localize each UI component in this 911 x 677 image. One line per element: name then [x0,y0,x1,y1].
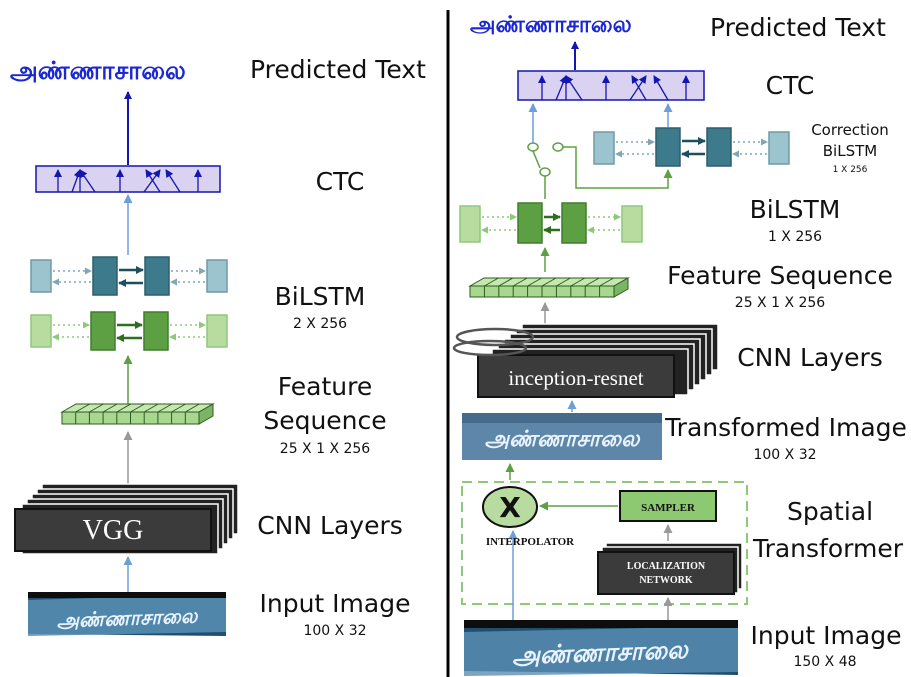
left-predicted-text-label: Predicted Text [250,55,426,84]
right-correction-bilstm [593,127,790,167]
right-predicted-tamil-text: அண்ணாசாலை [470,12,632,38]
sampler-box [619,490,717,522]
left-bilstm-dims: 2 X 256 [292,316,348,332]
left-input-image [28,592,226,636]
correction-label-line2: BiLSTM [822,142,878,160]
sampler-label: SAMPLER [641,502,696,514]
right-transformed-image-text: அண்ணாசாலை [485,427,641,452]
transformed-image-label: Transformed Image [665,413,907,442]
left-cnn-stack [14,483,239,555]
left-feature-dims: 25 X 1 X 256 [279,441,371,457]
left-bilstm-row2 [30,311,228,351]
left-input-dims: 100 X 32 [303,623,367,639]
left-ctc-label: CTC [315,167,365,196]
spatial-transformer-box [461,481,748,605]
interpolator-node [482,486,538,528]
right-cnn-stack [452,323,719,398]
left-bilstm-row1 [30,256,228,296]
right-ctc-label: CTC [765,71,815,100]
interpolator-symbol: X [499,491,521,524]
right-skip-connections [527,103,673,199]
left-input-image-text: அண்ணாசாலை [56,604,199,633]
interpolator-label: INTERPOLATOR [486,536,575,548]
localization-network-box [597,542,743,595]
right-feature-dims: 25 X 1 X 256 [734,295,826,311]
left-feature-sequence [60,403,215,425]
right-input-label: Input Image [750,621,902,650]
left-cnn-block-label: VGG [83,515,144,546]
left-bilstm-label: BiLSTM [274,282,366,311]
right-input-image [464,620,738,676]
left-input-label: Input Image [259,589,411,618]
right-bilstm-label: BiLSTM [749,195,841,224]
right-bilstm [459,202,643,244]
left-feature-label-line2: Sequence [263,406,387,435]
right-feature-sequence [468,277,630,298]
spatial-label-line1: Spatial [786,497,874,526]
right-ctc-box [517,70,705,101]
left-predicted-tamil-text: அண்ணாசாலை [10,56,186,85]
localization-label-line1: LOCALIZATION [627,561,706,572]
correction-label-line1: Correction [811,121,889,139]
right-cnn-layers-label: CNN Layers [737,343,883,372]
right-input-dims: 150 X 48 [793,654,857,670]
localization-label-line2: NETWORK [639,575,693,586]
right-predicted-text-label: Predicted Text [710,13,886,42]
correction-dims: 1 X 256 [832,165,868,175]
left-cnn-layers-label: CNN Layers [257,511,403,540]
right-bilstm-dims: 1 X 256 [767,229,823,245]
spatial-label-line2: Transformer [752,534,903,563]
right-feature-label: Feature Sequence [667,261,893,290]
right-input-image-text: அண்ணாசாலை [512,635,690,670]
left-ctc-box [35,165,221,193]
right-transformed-image [462,413,662,460]
right-cnn-block-label: inception-resnet [508,366,643,390]
left-feature-label-line1: Feature [277,372,373,401]
transformed-image-dims: 100 X 32 [753,447,817,463]
